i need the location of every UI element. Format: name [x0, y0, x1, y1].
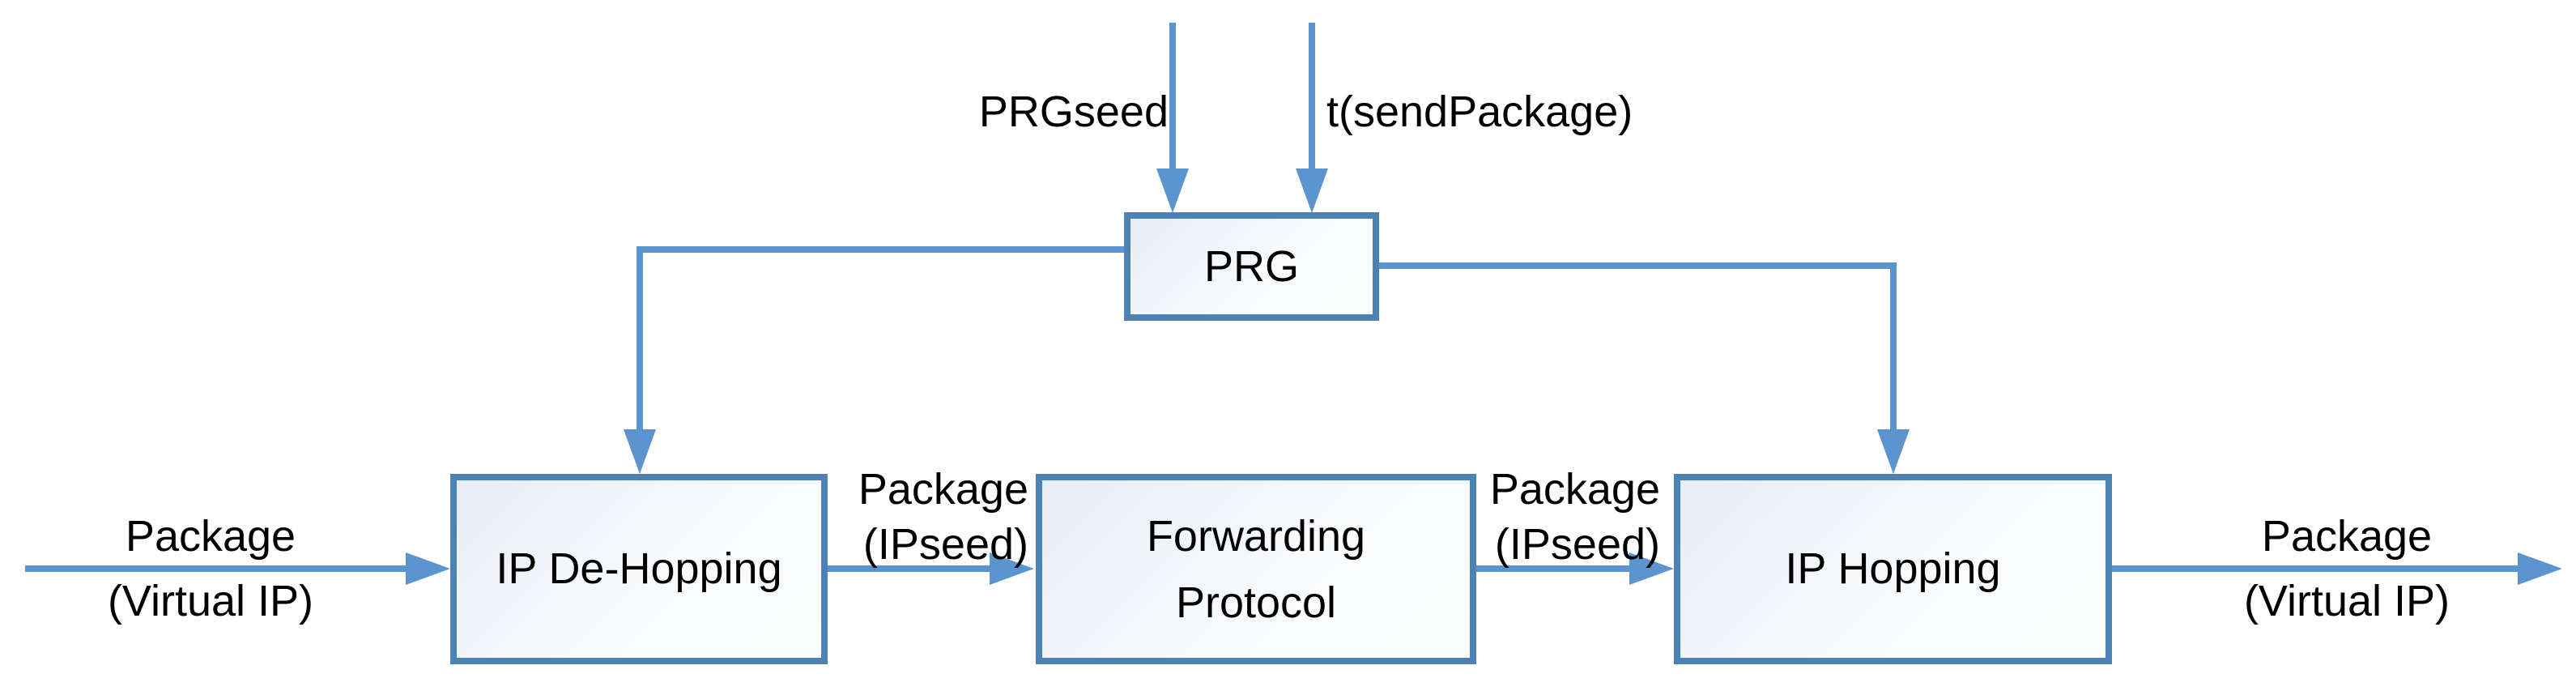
dehopping-to-forwarding-arrowhead-icon	[990, 552, 1034, 585]
output-arrow-line	[2112, 565, 2518, 572]
prg-to-dehopping-vline	[637, 246, 643, 429]
prg-to-hopping-hline	[1379, 262, 1893, 269]
forwarding-to-hopping-arrowhead-icon	[1629, 552, 1674, 585]
prg-box: PRG	[1124, 212, 1379, 321]
forwarding-protocol-box: Forwarding Protocol	[1036, 474, 1476, 664]
forwarding-to-hopping-label-line1: Package	[1489, 465, 1660, 514]
prg-box-label: PRG	[1203, 241, 1300, 291]
forwarding-protocol-box-label-line2: Protocol	[1175, 578, 1337, 627]
input-label-line1: Package	[125, 512, 296, 561]
t-sendpackage-arrowhead-icon	[1296, 168, 1328, 213]
ip-hopping-box: IP Hopping	[1674, 474, 2112, 664]
prgseed-arrow-line	[1169, 23, 1176, 168]
prg-to-dehopping-hline	[640, 246, 1124, 253]
forwarding-to-hopping-label: Package (IPseed)	[1336, 462, 1660, 572]
output-label-line2: (Virtual IP)	[2243, 577, 2450, 625]
forwarding-protocol-box-label: Forwarding Protocol	[1147, 503, 1365, 636]
output-label-line1: Package	[2261, 512, 2433, 561]
t-sendpackage-label: t(sendPackage)	[1326, 87, 1633, 136]
t-sendpackage-arrow-line	[1309, 23, 1315, 168]
dehopping-to-forwarding-label: Package (IPseed)	[705, 462, 1028, 572]
dehopping-to-forwarding-arrow-line	[828, 565, 990, 572]
prg-to-dehopping-arrowhead-icon	[624, 429, 656, 474]
output-arrowhead-icon	[2518, 552, 2562, 585]
forwarding-protocol-box-label-line1: Forwarding	[1146, 511, 1366, 561]
forwarding-to-hopping-label-line2: (IPseed)	[1494, 520, 1660, 569]
input-arrow-line	[25, 565, 406, 572]
prg-to-hopping-vline	[1890, 262, 1897, 429]
ip-de-hopping-box: IP De-Hopping	[450, 474, 828, 664]
ip-hopping-box-label: IP Hopping	[1785, 544, 2001, 594]
input-label-line2: (Virtual IP)	[107, 577, 314, 625]
dehopping-to-forwarding-label-line1: Package	[858, 465, 1028, 514]
prgseed-label: PRGseed	[978, 87, 1169, 136]
ip-de-hopping-box-label: IP De-Hopping	[496, 544, 782, 594]
dehopping-to-forwarding-label-line2: (IPseed)	[862, 520, 1028, 569]
input-arrowhead-icon	[406, 552, 450, 585]
forwarding-to-hopping-arrow-line	[1476, 565, 1629, 572]
prgseed-arrowhead-icon	[1156, 168, 1189, 213]
prg-to-hopping-arrowhead-icon	[1877, 429, 1910, 474]
